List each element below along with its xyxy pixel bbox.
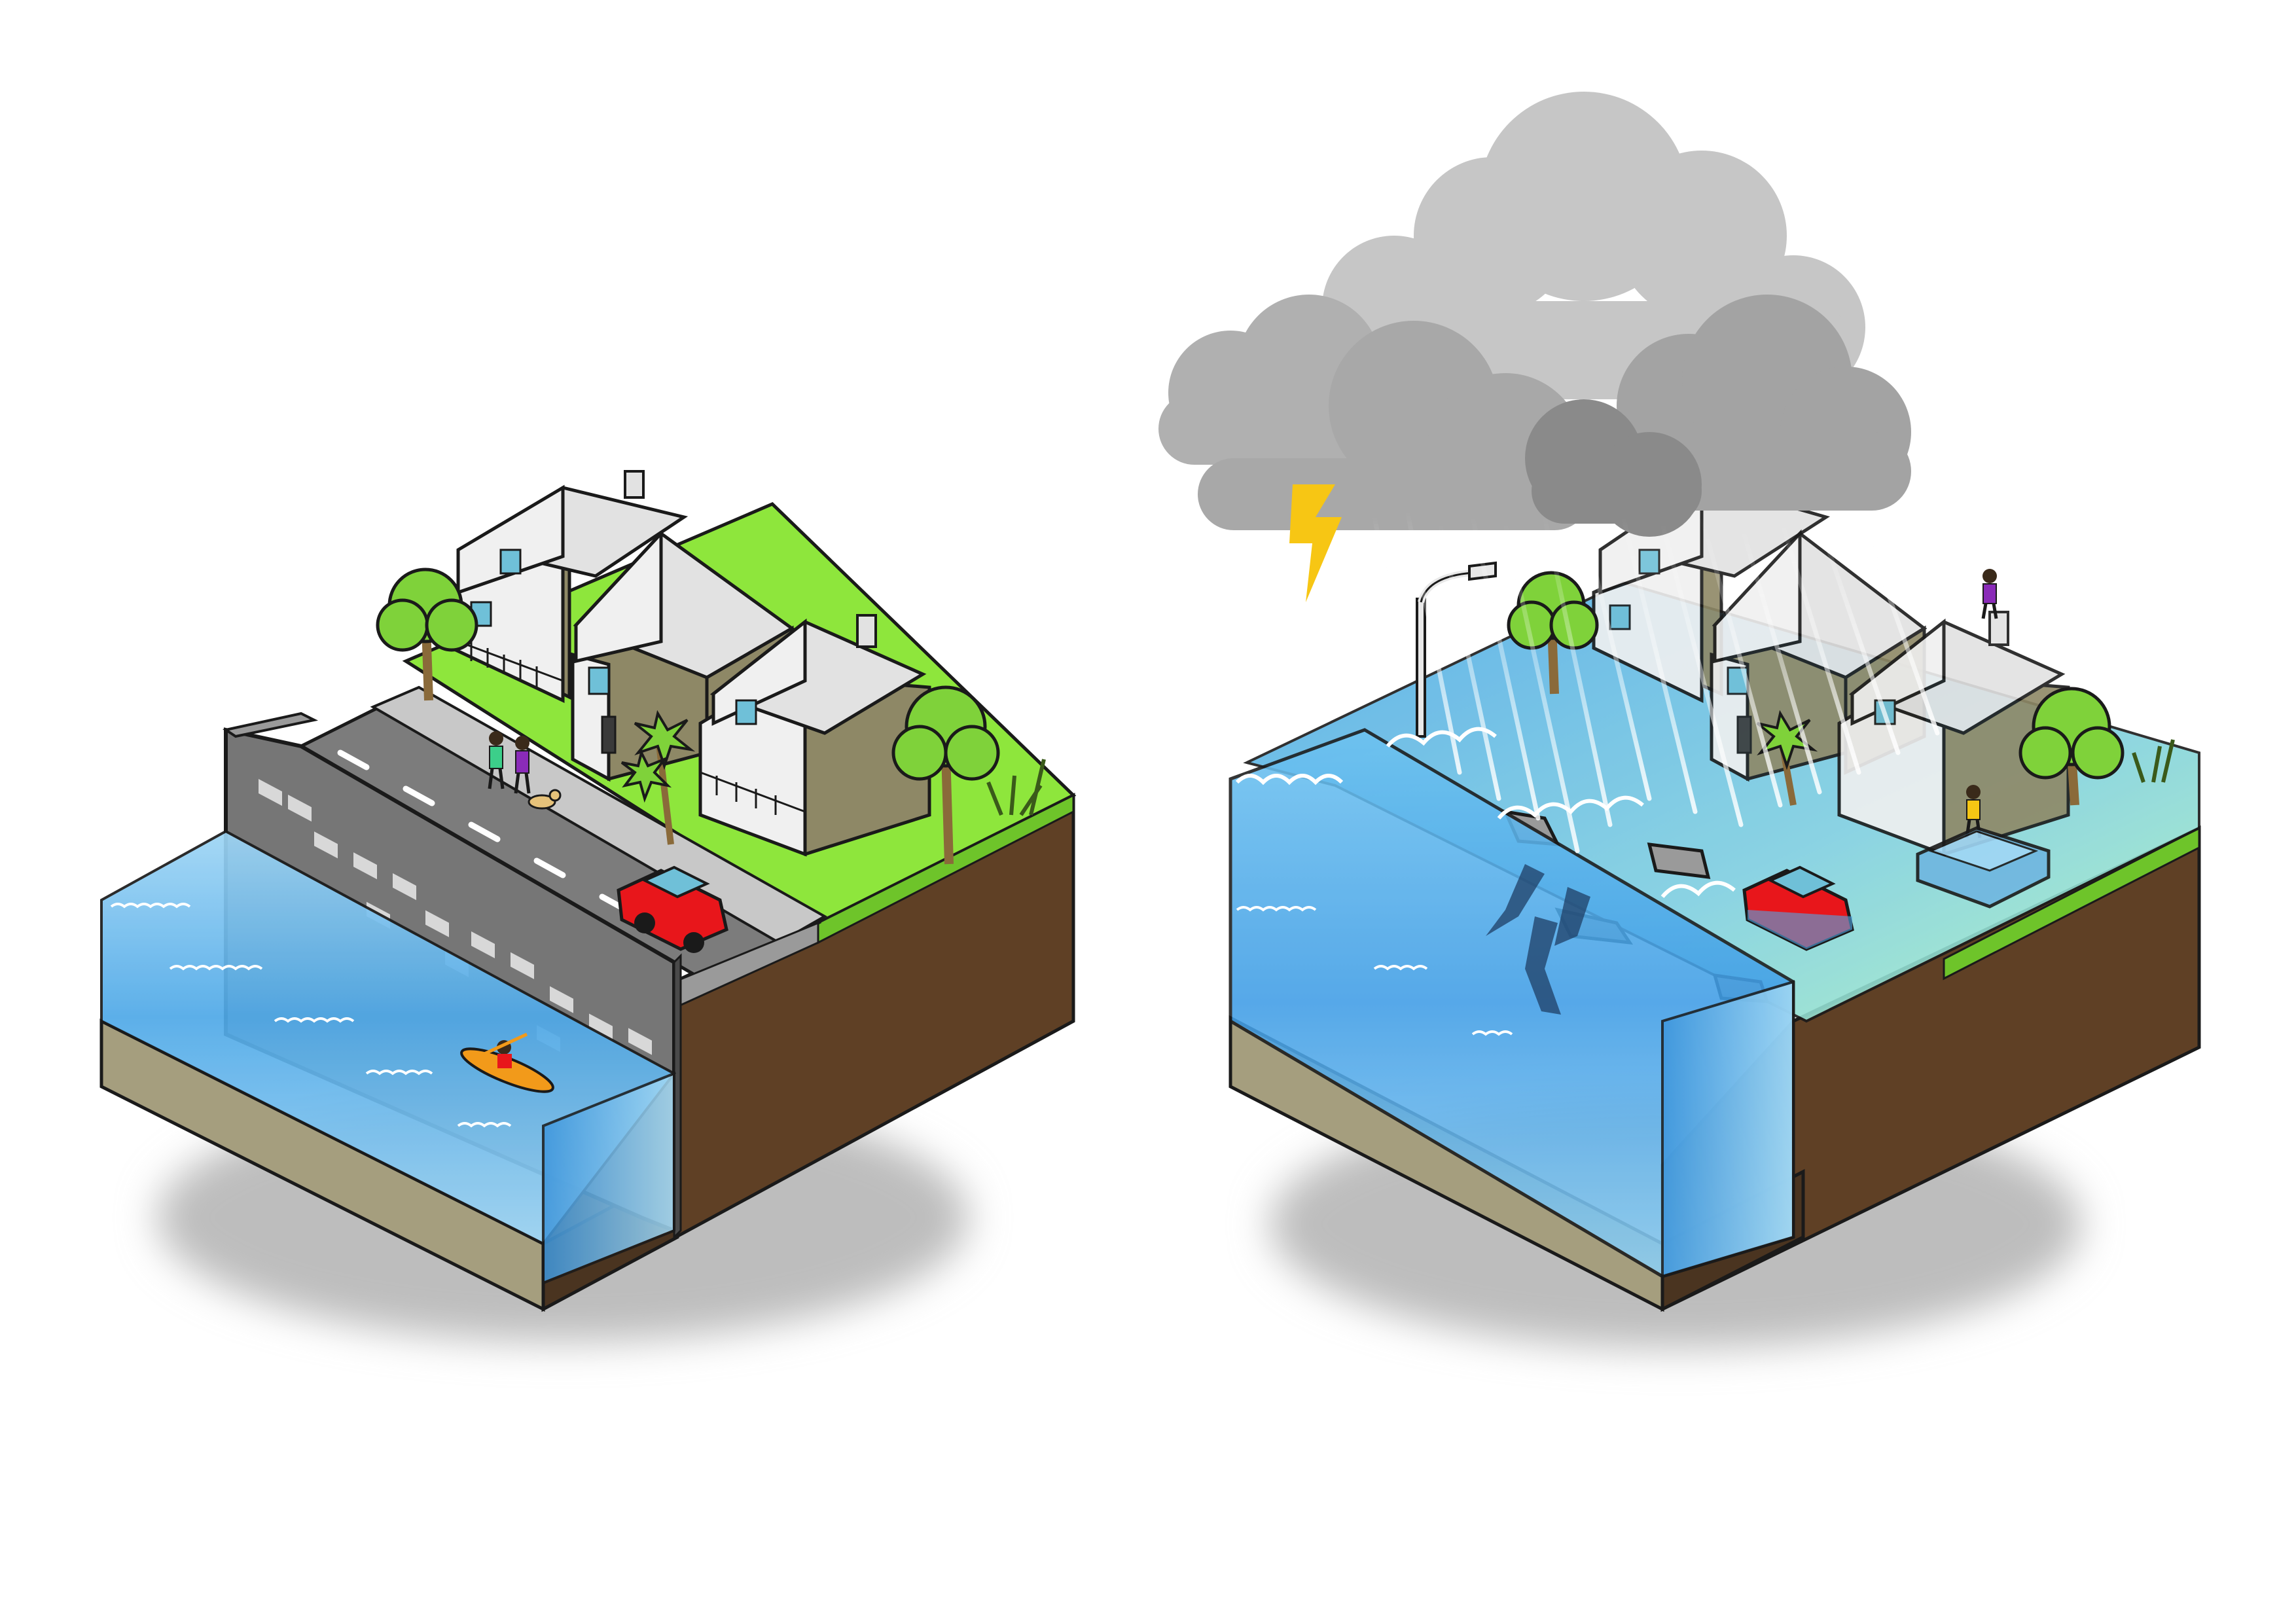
person-icon xyxy=(1981,569,1998,619)
submerged-levee-crack xyxy=(1486,864,1590,1015)
palm-tree-icon xyxy=(620,710,696,845)
flood-ripples xyxy=(1236,906,1513,1036)
tree-icon xyxy=(1507,571,1599,695)
person-icon xyxy=(514,736,531,794)
car-icon xyxy=(1742,865,1854,951)
levee-wall-top xyxy=(222,712,319,738)
shrub-icon xyxy=(986,759,1046,816)
kayak-icon xyxy=(460,1032,554,1093)
normal-conditions-scene xyxy=(99,470,1077,1342)
person-icon xyxy=(488,731,505,789)
car-icon xyxy=(617,865,728,953)
shrub-icon xyxy=(2132,739,2175,783)
tree-icon xyxy=(2018,687,2125,806)
flood-water-side xyxy=(1661,980,1795,1278)
river-ripples xyxy=(110,903,512,1128)
tree-icon xyxy=(376,568,478,701)
storm-cloud-icon xyxy=(1158,92,1911,537)
flood-conditions-scene xyxy=(1158,92,2201,1348)
house-3 xyxy=(698,614,931,857)
van-icon xyxy=(1916,826,2051,909)
sidewalk xyxy=(370,685,828,945)
tree-icon xyxy=(891,685,1000,865)
dog-icon xyxy=(528,789,562,810)
lightning-bolt-icon xyxy=(1289,484,1342,602)
house-1 xyxy=(450,470,689,703)
river-water-side xyxy=(542,1072,675,1285)
grass-edge xyxy=(1943,826,2200,981)
rain-streaks xyxy=(1372,508,1940,854)
